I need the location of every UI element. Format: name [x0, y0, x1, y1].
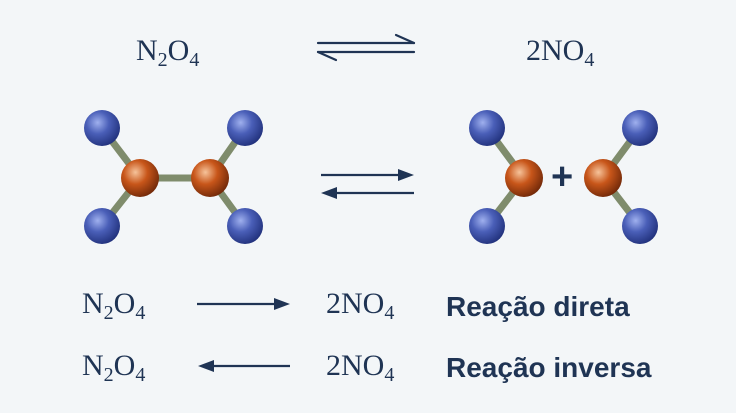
row1-product-formula: 2NO4 — [326, 287, 395, 324]
nitrogen-atom — [584, 159, 622, 197]
oxygen-atom — [227, 208, 263, 244]
oxygen-atom — [227, 110, 263, 146]
oxygen-atom — [469, 110, 505, 146]
top-product-formula: 2NO4 — [526, 34, 595, 71]
nitrogen-atom — [191, 159, 229, 197]
equilibrium-harpoon-top — [316, 33, 416, 62]
row2-reactant-formula: N2O4 — [82, 349, 146, 386]
row1-reactant-formula: N2O4 — [82, 287, 146, 324]
reverse-reaction-arrow — [198, 360, 290, 372]
plus-sign: + — [551, 156, 574, 198]
forward-reaction-arrow — [197, 298, 290, 310]
no2-molecule-right — [584, 110, 658, 244]
forward-reaction-label: Reação direta — [446, 291, 630, 322]
no2-molecule-left — [469, 110, 543, 244]
top-reactant-formula: N2O4 — [136, 34, 200, 71]
oxygen-atom — [622, 208, 658, 244]
reverse-reaction-label: Reação inversa — [446, 352, 652, 383]
nitrogen-atom — [121, 159, 159, 197]
oxygen-atom — [84, 110, 120, 146]
equilibrium-arrows-middle — [321, 169, 414, 199]
row2-product-formula: 2NO4 — [326, 349, 395, 386]
n2o4-molecule — [84, 110, 263, 244]
oxygen-atom — [84, 208, 120, 244]
oxygen-atom — [622, 110, 658, 146]
oxygen-atom — [469, 208, 505, 244]
nitrogen-atom — [505, 159, 543, 197]
